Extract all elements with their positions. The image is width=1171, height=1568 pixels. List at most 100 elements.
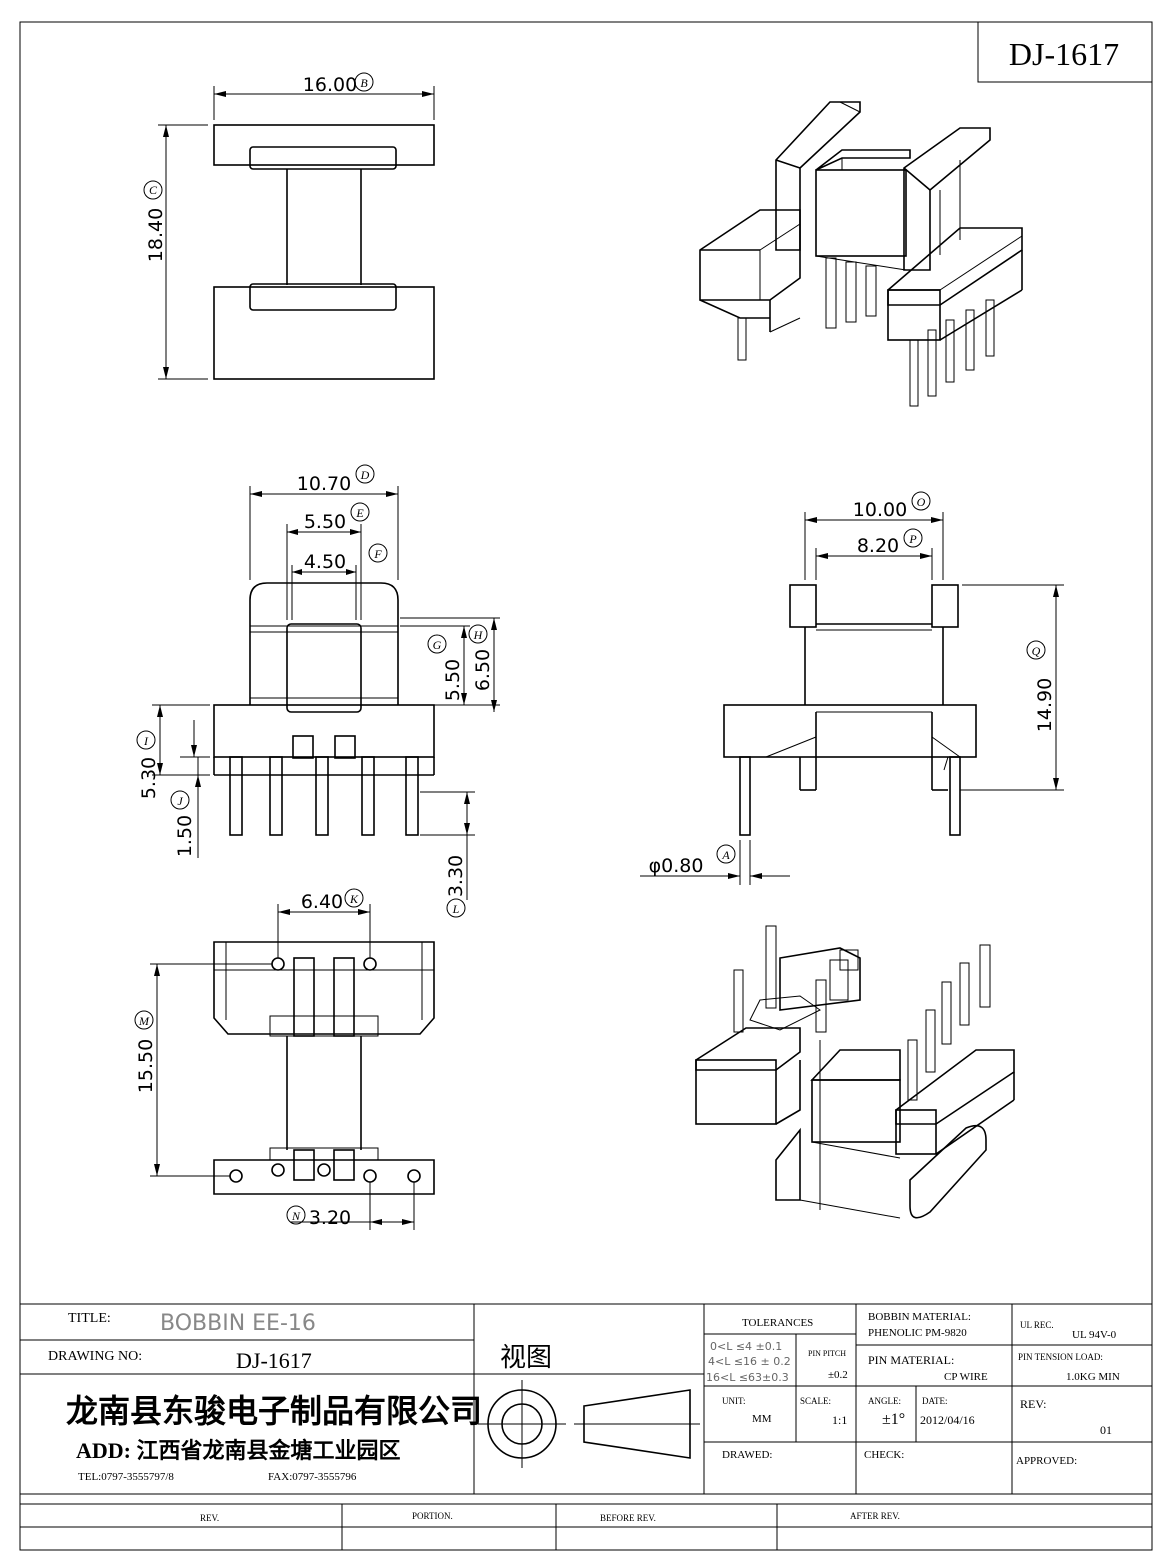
drawing-label: 龙南县东骏电子制品有限公司 bbox=[66, 1393, 482, 1429]
drawing-stroke bbox=[907, 1039, 918, 1101]
drawing-label: BEFORE REV. bbox=[600, 1513, 656, 1523]
drawing-stroke bbox=[925, 1009, 936, 1073]
drawing-stroke bbox=[839, 949, 859, 971]
drawing-stroke bbox=[977, 21, 1153, 83]
drawing-stroke bbox=[249, 146, 397, 170]
drawing-label: 01 bbox=[1100, 1423, 1112, 1437]
dimension-arrow bbox=[920, 553, 932, 559]
drawing-label: CHECK: bbox=[864, 1449, 904, 1461]
drawing-stroke bbox=[927, 329, 937, 397]
dimension-arrow bbox=[386, 491, 398, 497]
dimension-arrow bbox=[750, 873, 762, 879]
dimension-arrow bbox=[157, 705, 163, 717]
dimension-arrow bbox=[157, 763, 163, 775]
drawing-stroke bbox=[143, 180, 163, 200]
drawing-stroke bbox=[407, 1169, 421, 1183]
isometric-view-bottom bbox=[695, 925, 1015, 1219]
drawing-label: ADD: 江西省龙南县金塘工业园区 bbox=[76, 1438, 401, 1463]
drawing-stroke bbox=[825, 257, 837, 329]
drawing-stroke bbox=[134, 1010, 154, 1030]
drawing-label: FAX:0797-3555796 bbox=[268, 1471, 357, 1483]
drawing-stroke bbox=[271, 957, 285, 971]
dimension-arrow bbox=[370, 1219, 382, 1225]
drawing-label: 3.30 bbox=[445, 855, 467, 897]
drawing-stroke bbox=[759, 223, 801, 251]
drawing-label: DRAWED: bbox=[722, 1449, 772, 1461]
drawing-label: M bbox=[138, 1014, 150, 1028]
drawing-stroke bbox=[699, 299, 770, 319]
drawing-label: DATE: bbox=[922, 1396, 948, 1406]
drawing-id-box: DJ-1617 bbox=[977, 21, 1153, 83]
drawing-stroke bbox=[775, 1060, 801, 1125]
drawing-label: 4.50 bbox=[304, 551, 346, 573]
drawing-label: O bbox=[917, 495, 926, 509]
drawing-stroke bbox=[769, 317, 801, 333]
projection-symbol bbox=[478, 1380, 700, 1468]
drawing-label: 10.00 bbox=[853, 499, 907, 521]
dimension-arrow bbox=[461, 626, 467, 638]
drawing-stroke bbox=[699, 209, 801, 301]
drawing-stroke bbox=[959, 962, 970, 1026]
drawing-stroke bbox=[468, 624, 488, 644]
drawing-stroke bbox=[354, 72, 374, 92]
drawing-stroke bbox=[939, 235, 1023, 291]
drawing-label: CP WIRE bbox=[944, 1371, 988, 1383]
dimension-arrow bbox=[1053, 585, 1059, 597]
drawing-stroke bbox=[368, 543, 388, 563]
drawing-stroke bbox=[775, 101, 861, 251]
drawing-stroke bbox=[344, 888, 364, 908]
drawing-label: 5.30 bbox=[138, 757, 160, 799]
dimension-arrow bbox=[195, 775, 201, 787]
bottom-view: 6.40 K 15.50 M N 3.20 bbox=[134, 888, 435, 1230]
drawing-label: D bbox=[360, 468, 370, 482]
drawing-label: 15.50 bbox=[135, 1039, 157, 1093]
drawing-label: L bbox=[452, 902, 460, 916]
front-view: 10.70 D 5.50 E 4.50 F 5.50 G 6.50 bbox=[136, 464, 500, 918]
drawing-stroke bbox=[269, 1015, 379, 1037]
dimension-arrow bbox=[287, 529, 298, 535]
drawing-stroke bbox=[815, 979, 827, 1033]
drawing-stroke bbox=[775, 1051, 801, 1071]
dimension-arrow bbox=[491, 700, 497, 712]
drawing-label: I bbox=[143, 734, 149, 748]
dimension-arrow bbox=[154, 964, 160, 976]
dimension-arrow bbox=[1053, 778, 1059, 790]
drawing-stroke bbox=[941, 981, 952, 1045]
drawing-label: 8.20 bbox=[857, 535, 899, 557]
drawing-stroke bbox=[317, 1163, 331, 1177]
drawing-label: J bbox=[177, 794, 183, 808]
drawing-stroke bbox=[1026, 640, 1046, 660]
drawing-label: 2012/04/16 bbox=[920, 1413, 975, 1427]
drawing-stroke bbox=[334, 735, 356, 759]
drawing-label: 6.50 bbox=[472, 649, 494, 691]
drawing-stroke bbox=[979, 944, 991, 1008]
drawing-stroke bbox=[985, 299, 995, 357]
drawing-label: 5.50 bbox=[304, 511, 346, 533]
dimension-arrow bbox=[728, 873, 740, 879]
drawing-stroke bbox=[945, 319, 955, 383]
drawing-label: G bbox=[433, 638, 442, 652]
dimension-arrow bbox=[292, 569, 302, 575]
title-block: TITLE: BOBBIN EE-16 DRAWING NO: DJ-1617 … bbox=[20, 1303, 1152, 1550]
drawing-stroke bbox=[765, 736, 817, 758]
drawing-label: MM bbox=[752, 1413, 772, 1425]
drawing-stroke bbox=[895, 1109, 937, 1155]
drawing-label: PIN PITCH bbox=[808, 1349, 846, 1358]
drawing-stroke bbox=[405, 756, 419, 836]
drawing-stroke bbox=[214, 1147, 379, 1161]
dimension-arrow bbox=[350, 529, 361, 535]
drawing-label: REV: bbox=[1020, 1397, 1046, 1411]
drawing-label: φ0.80 bbox=[649, 855, 704, 877]
drawing-label: 6.40 bbox=[301, 891, 343, 913]
drawing-stroke bbox=[249, 283, 397, 311]
dimension-arrow bbox=[464, 792, 470, 804]
drawing-label: 1.50 bbox=[174, 815, 196, 857]
drawing-stroke bbox=[909, 1124, 987, 1219]
drawing-stroke bbox=[811, 1141, 901, 1159]
drawing-label: E bbox=[355, 506, 364, 520]
isometric-view-top bbox=[699, 101, 1023, 407]
drawing-stroke bbox=[363, 1169, 377, 1183]
dimension-arrow bbox=[346, 569, 356, 575]
drawing-label: TEL:0797-3555797/8 bbox=[78, 1471, 174, 1483]
